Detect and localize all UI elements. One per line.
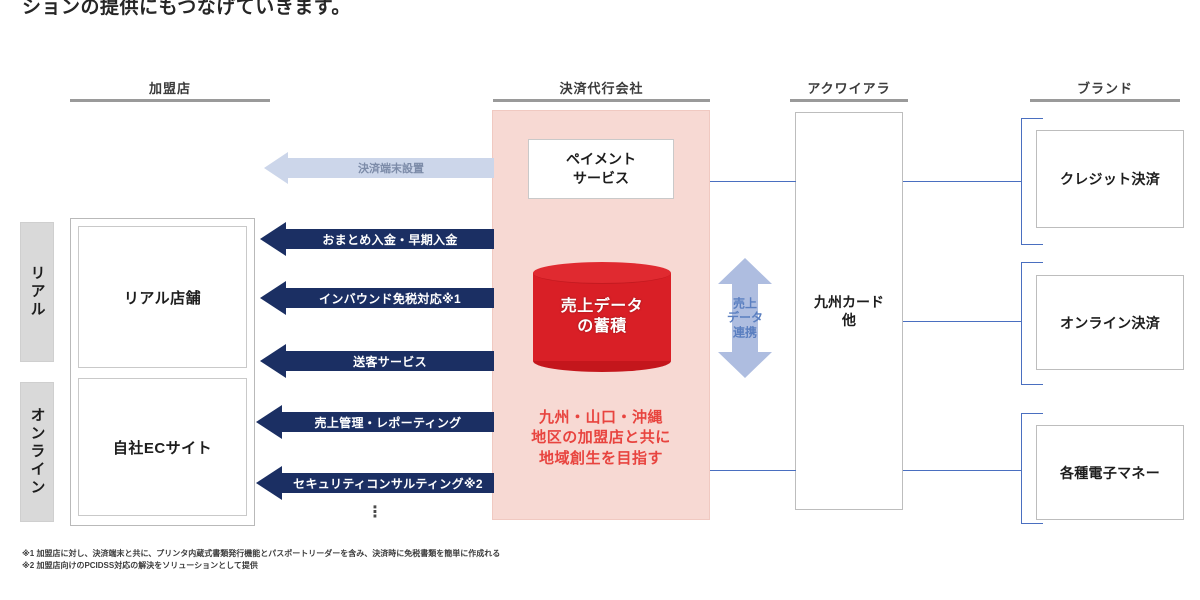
connector-acquirer-brand-emoney xyxy=(903,470,1021,471)
merchant-box-real-store-label: リアル店舗 xyxy=(123,289,202,307)
payment-service-line2: サービス xyxy=(573,170,629,186)
bracket-emoney-vertical xyxy=(1021,413,1022,523)
arrow-shaft: 売上管理・レポーティング xyxy=(282,412,494,432)
cylinder-label-line1: 売上データ xyxy=(560,298,644,315)
more-services-indicator: ⋮ xyxy=(360,505,390,521)
arrow-head-icon xyxy=(260,344,286,378)
link-arrow-line3: 連携 xyxy=(732,325,757,340)
more-services-glyph: ⋮ xyxy=(367,504,383,521)
arrow-shaft: 決済端末設置 xyxy=(288,158,494,178)
column-header-acquirer: アクワイアラ xyxy=(790,78,908,102)
connector-acquirer-brand-credit xyxy=(903,181,1021,182)
connector-acquirer-brand-online xyxy=(903,321,1021,322)
sales-data-cylinder: 売上データ の蓄積 xyxy=(533,262,671,372)
arrow-head-icon xyxy=(264,152,288,184)
bracket-credit-vertical xyxy=(1021,118,1022,244)
bracket-online-bottom xyxy=(1021,384,1043,385)
brand-box-emoney-label: 各種電子マネー xyxy=(1059,464,1161,481)
cylinder-label-line2: の蓄積 xyxy=(577,318,627,335)
acquirer-line1: 九州カード xyxy=(814,293,884,310)
footnote-2: ※2 加盟店向けのPCIDSS対応の解決をソリューションとして提供 xyxy=(22,561,258,571)
service-arrow-terminal[interactable]: 決済端末設置 xyxy=(264,152,494,184)
bracket-emoney-top xyxy=(1021,413,1043,414)
column-header-acquirer-label: アクワイアラ xyxy=(807,81,891,96)
double-arrow-icon xyxy=(718,258,772,378)
acquirer-box-label: 九州カード 他 xyxy=(814,293,884,329)
sales-data-link-arrow: 売上 データ 連携 xyxy=(714,258,776,378)
bracket-credit-top xyxy=(1021,118,1043,119)
payment-service-box[interactable]: ペイメント サービス xyxy=(528,139,674,199)
connector-psp-acquirer-bottom xyxy=(710,470,796,471)
link-arrow-label: 売上 データ 連携 xyxy=(714,296,776,339)
service-arrow-security-consulting[interactable]: セキュリティコンサルティング※2 xyxy=(256,466,494,500)
cylinder-label: 売上データ の蓄積 xyxy=(533,297,671,337)
psp-caption-line3: 地域創生を目指す xyxy=(538,449,663,467)
channel-label-online: オンライン xyxy=(20,382,54,522)
channel-label-real: リアル xyxy=(20,222,54,362)
column-header-psp: 決済代行会社 xyxy=(493,78,710,102)
service-arrow-consolidated-deposit[interactable]: おまとめ入金・早期入金 xyxy=(260,222,494,256)
column-header-rule xyxy=(1030,99,1180,102)
psp-caption-line2: 地区の加盟店と共に xyxy=(531,429,671,447)
merchant-box-ec-site[interactable]: 自社ECサイト xyxy=(78,378,247,516)
arrow-head-icon xyxy=(260,222,286,256)
arrow-head-icon xyxy=(256,466,282,500)
column-header-rule xyxy=(790,99,908,102)
column-header-psp-label: 決済代行会社 xyxy=(559,81,644,96)
column-header-brand-label: ブランド xyxy=(1076,81,1133,96)
column-header-brand: ブランド xyxy=(1030,78,1180,102)
arrow-shaft: 送客サービス xyxy=(286,351,494,371)
arrow-shaft: セキュリティコンサルティング※2 xyxy=(282,473,494,493)
channel-label-real-text: リアル xyxy=(28,265,46,319)
service-arrow-consolidated-deposit-label: おまとめ入金・早期入金 xyxy=(322,232,458,247)
service-arrow-referral-label: 送客サービス xyxy=(353,354,427,369)
arrow-head-icon xyxy=(260,281,286,315)
cylinder-top xyxy=(533,262,671,284)
service-arrow-terminal-label: 決済端末設置 xyxy=(358,163,424,175)
brand-box-online-pay-label: オンライン決済 xyxy=(1059,314,1161,331)
merchant-box-ec-site-label: 自社ECサイト xyxy=(112,439,213,457)
psp-caption: 九州・山口・沖縄 地区の加盟店と共に 地域創生を目指す xyxy=(496,408,706,469)
column-header-merchant: 加盟店 xyxy=(70,78,270,102)
service-arrow-sales-reporting[interactable]: 売上管理・レポーティング xyxy=(256,405,494,439)
brand-box-emoney[interactable]: 各種電子マネー xyxy=(1036,425,1184,520)
brand-box-credit[interactable]: クレジット決済 xyxy=(1036,130,1184,228)
acquirer-box[interactable]: 九州カード 他 xyxy=(795,112,903,510)
arrow-shaft: インバウンド免税対応※1 xyxy=(286,288,494,308)
service-arrow-referral[interactable]: 送客サービス xyxy=(260,344,494,378)
brand-box-credit-label: クレジット決済 xyxy=(1059,171,1161,187)
service-arrow-inbound-tax-free[interactable]: インバウンド免税対応※1 xyxy=(260,281,494,315)
top-sentence: ションの提供にもつなげていきます。 xyxy=(22,0,351,18)
link-arrow-line2: データ xyxy=(726,310,763,325)
psp-caption-line1: 九州・山口・沖縄 xyxy=(538,409,663,426)
bracket-emoney-bottom xyxy=(1021,523,1043,524)
link-arrow-line1: 売上 xyxy=(732,296,757,311)
cylinder-body xyxy=(533,273,671,361)
connector-psp-acquirer-top xyxy=(710,181,796,182)
service-arrow-security-consulting-label: セキュリティコンサルティング※2 xyxy=(293,476,483,491)
arrow-shaft: おまとめ入金・早期入金 xyxy=(286,229,494,249)
service-arrow-inbound-tax-free-label: インバウンド免税対応※1 xyxy=(319,291,461,306)
channel-label-online-text: オンライン xyxy=(28,407,46,497)
payment-service-line1: ペイメント xyxy=(566,151,636,168)
merchant-box-real-store[interactable]: リアル店舗 xyxy=(78,226,247,368)
bracket-credit-bottom xyxy=(1021,244,1043,245)
service-arrow-sales-reporting-label: 売上管理・レポーティング xyxy=(314,415,462,430)
arrow-head-icon xyxy=(256,405,282,439)
brand-box-online-pay[interactable]: オンライン決済 xyxy=(1036,275,1184,370)
footnote-1: ※1 加盟店に対し、決済端末と共に、プリンタ内蔵式書類発行機能とパスポートリーダ… xyxy=(22,549,501,558)
column-header-rule xyxy=(493,99,710,102)
bracket-online-top xyxy=(1021,262,1043,263)
column-header-rule xyxy=(70,99,270,102)
footnotes: ※1 加盟店に対し、決済端末と共に、プリンタ内蔵式書類発行機能とパスポートリーダ… xyxy=(22,548,1022,573)
column-header-merchant-label: 加盟店 xyxy=(148,81,191,96)
acquirer-line2: 他 xyxy=(842,312,856,328)
bracket-online-vertical xyxy=(1021,262,1022,384)
